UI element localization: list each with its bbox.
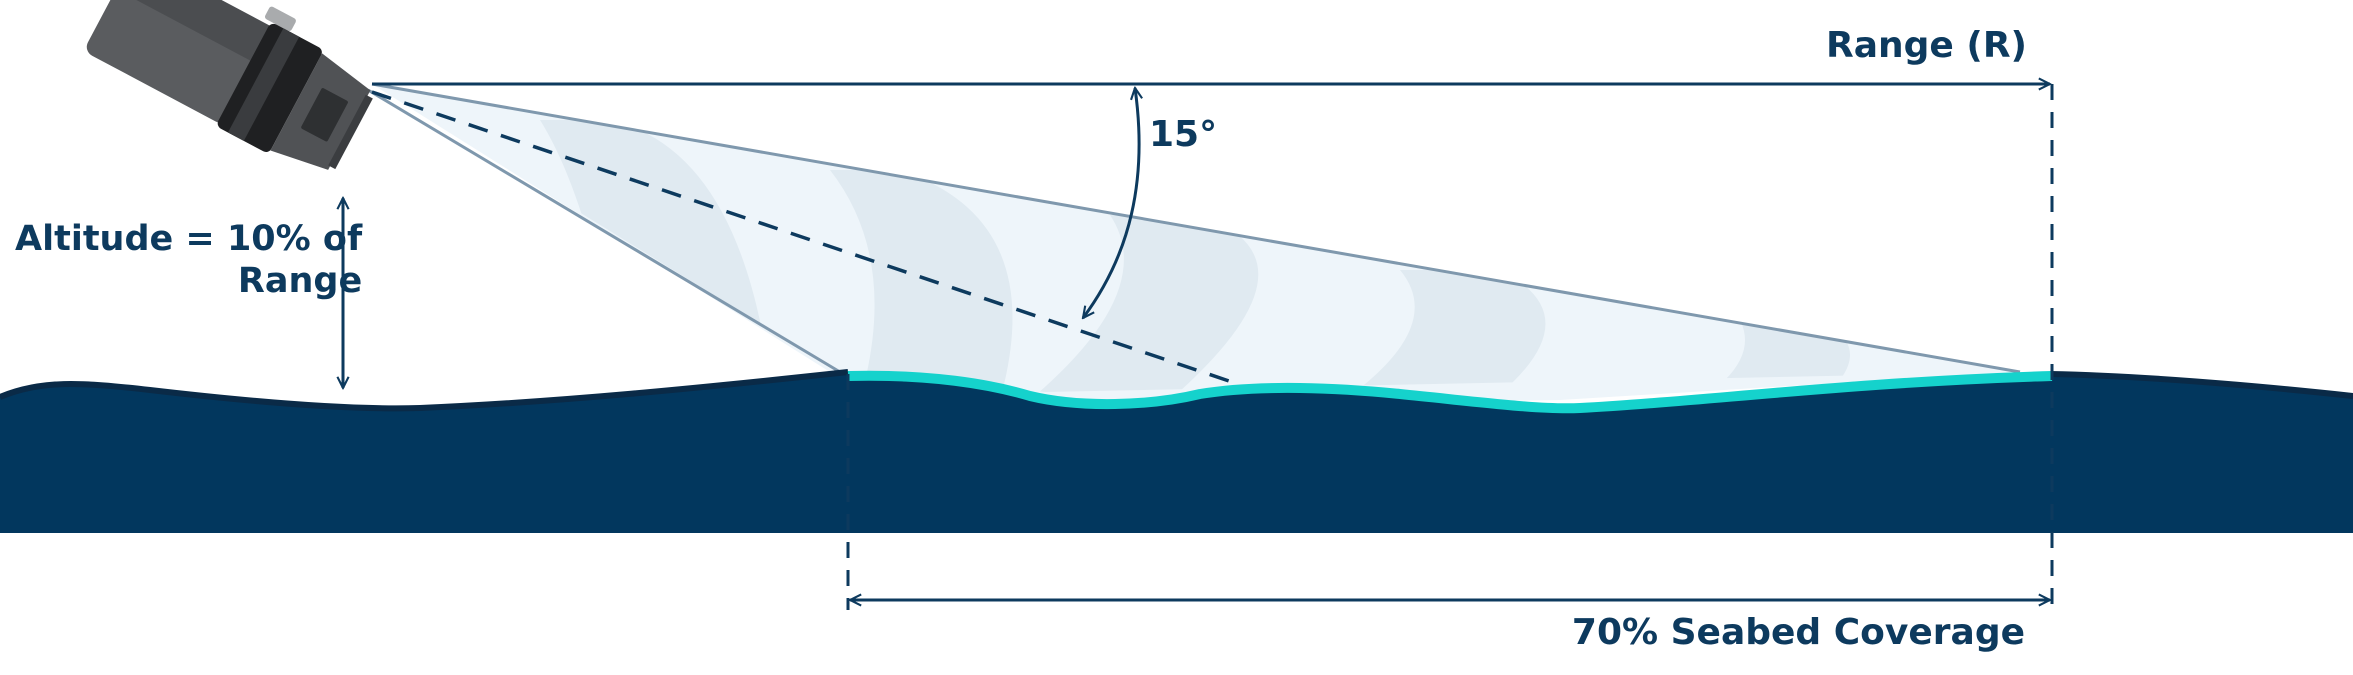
beam-band [1330,270,1546,392]
angle-arc-arrow [1083,88,1139,318]
beam-center-axis [371,90,1233,384]
seabed-surface-line [2049,371,2353,399]
beam-upper-edge [371,82,2021,374]
seabed [0,369,2353,533]
altitude-label: Altitude = 10% of Range [15,218,362,302]
range-label: Range (R) [1826,25,2027,66]
side-scan-sonar-device-icon [86,0,373,170]
altitude-label-line-2: Range [237,261,363,301]
seabed-surface-line [0,369,849,412]
seabed-coverage-label: 70% Seabed Coverage [1571,612,2025,653]
altitude-label-line-1: Altitude = 10% of [15,219,363,259]
seabed-body [0,372,2353,533]
beam-angle-label: 15° [1149,114,1218,155]
beam-band [830,170,1013,392]
beam-lower-edge [367,88,841,374]
range-annotation [372,84,2054,610]
beam-band [1030,215,1259,392]
seabed-coverage-highlight [847,370,2053,414]
